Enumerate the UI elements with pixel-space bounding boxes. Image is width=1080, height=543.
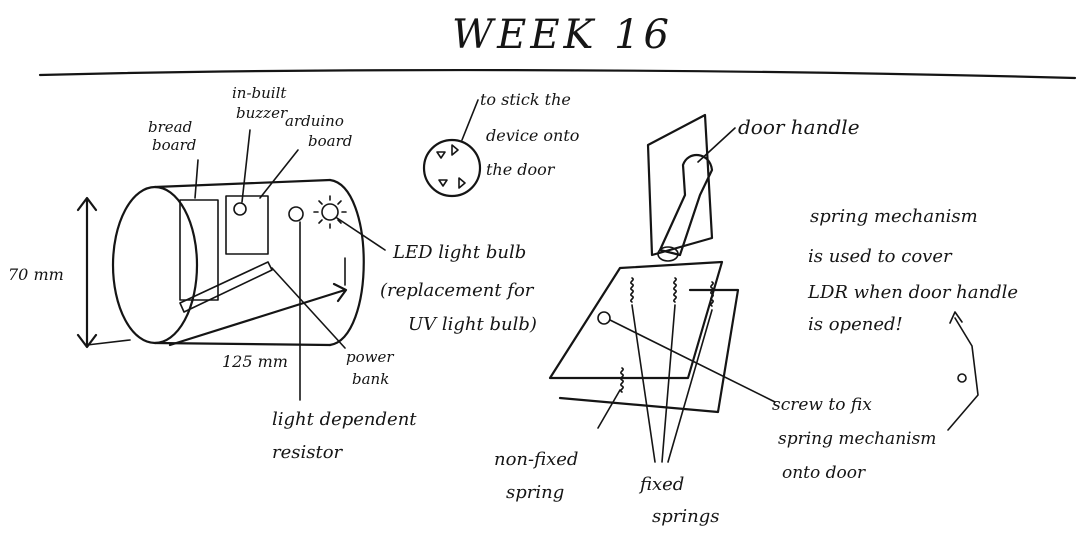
arduino-label: arduino board [285,112,352,150]
back-plate [558,288,740,414]
non-fixed-leader [597,389,621,429]
breadboard [179,199,219,301]
fixed-springs-leader [631,304,713,463]
height-dimension-arrow [76,196,98,349]
door-plate [646,113,714,257]
buzzer-label: in-built buzzer [232,84,291,122]
screw-leader [609,319,776,403]
screw-label: screw to fix spring mechanism onto door [772,395,942,483]
fixed-springs-label: fixed springs [638,474,719,527]
suction-cup [422,138,482,198]
door-handle-label: door handle [738,115,860,139]
ldr-label: light dependent resistor [272,409,422,463]
spring-mechanism-note: spring mechanism is used to cover LDR wh… [807,206,1024,335]
length-dimension-arrow [168,282,348,347]
buzzer [233,202,247,216]
power-bank-leader [271,267,346,349]
front-plate [548,260,724,380]
length-label: 125 mm [222,352,288,371]
arduino-leader [259,149,299,199]
door-handle-leader [697,127,736,163]
note-loop [957,373,967,383]
sticker-leader [461,99,479,141]
power-bank [179,261,273,313]
breadboard-leader [194,159,199,199]
arduino-board [225,195,269,255]
spring-middle [673,277,677,303]
page-title: WEEK 16 [452,12,673,58]
cylinder-device [111,178,365,347]
height-label: 70 mm [8,265,64,284]
led-label: LED light bulb (replacement for UV light… [380,242,539,335]
height-guide [86,339,131,346]
power-bank-label: power bank [346,348,398,388]
header-divider [38,68,1077,80]
door-handle [657,154,714,262]
non-fixed-spring-label: non-fixed spring [494,449,584,503]
buzzer-leader [241,129,251,203]
led-leader [336,217,386,251]
spring-non-fixed [620,367,624,393]
spring-left [630,277,634,303]
screw [597,311,611,325]
ldr-sensor [288,206,304,222]
spring-right [710,281,714,307]
note-arrow [947,311,979,431]
led-bulb [313,195,347,229]
breadboard-label: bread board [148,118,197,154]
sticker-label: to stick the device onto the door [480,90,584,179]
